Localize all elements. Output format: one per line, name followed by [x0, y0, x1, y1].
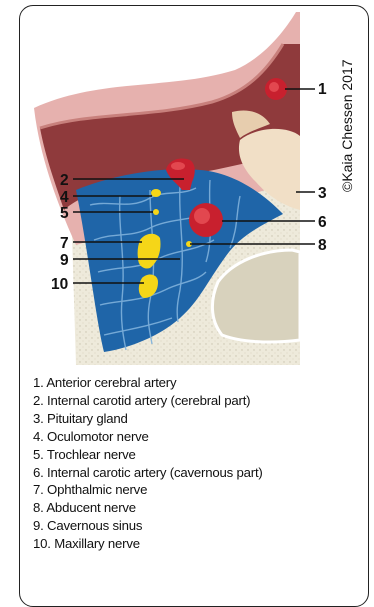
legend-list: 1. Anterior cerebral artery 2. Internal …	[33, 374, 263, 553]
legend-item: 9. Cavernous sinus	[33, 517, 263, 535]
legend-item: 5. Trochlear nerve	[33, 446, 263, 464]
legend-item: 1. Anterior cerebral artery	[33, 374, 263, 392]
legend-item: 3. Pituitary gland	[33, 410, 263, 428]
legend-item: 6. Internal carotic artery (cavernous pa…	[33, 464, 263, 482]
legend-item: 2. Internal carotid artery (cerebral par…	[33, 392, 263, 410]
callout-9: 9	[60, 252, 69, 269]
copyright-text: ©Kaia Chessen 2017	[339, 59, 355, 192]
artery-highlight	[269, 82, 279, 92]
callout-3: 3	[318, 185, 327, 202]
oculomotor-nerve	[151, 189, 161, 197]
callout-1: 1	[318, 81, 327, 98]
legend-item: 8. Abducent nerve	[33, 499, 263, 517]
legend-item: 7. Ophthalmic nerve	[33, 481, 263, 499]
trochlear-nerve	[153, 209, 159, 215]
callout-2: 2	[60, 172, 69, 189]
callout-5: 5	[60, 205, 69, 222]
artery-highlight	[171, 162, 185, 170]
callout-7: 7	[60, 235, 69, 252]
artery-highlight	[194, 208, 210, 224]
callout-4: 4	[60, 189, 69, 206]
callout-8: 8	[318, 237, 327, 254]
callout-6: 6	[318, 214, 327, 231]
callout-10: 10	[51, 276, 68, 293]
legend-item: 4. Oculomotor nerve	[33, 428, 263, 446]
legend-item: 10. Maxillary nerve	[33, 535, 263, 553]
